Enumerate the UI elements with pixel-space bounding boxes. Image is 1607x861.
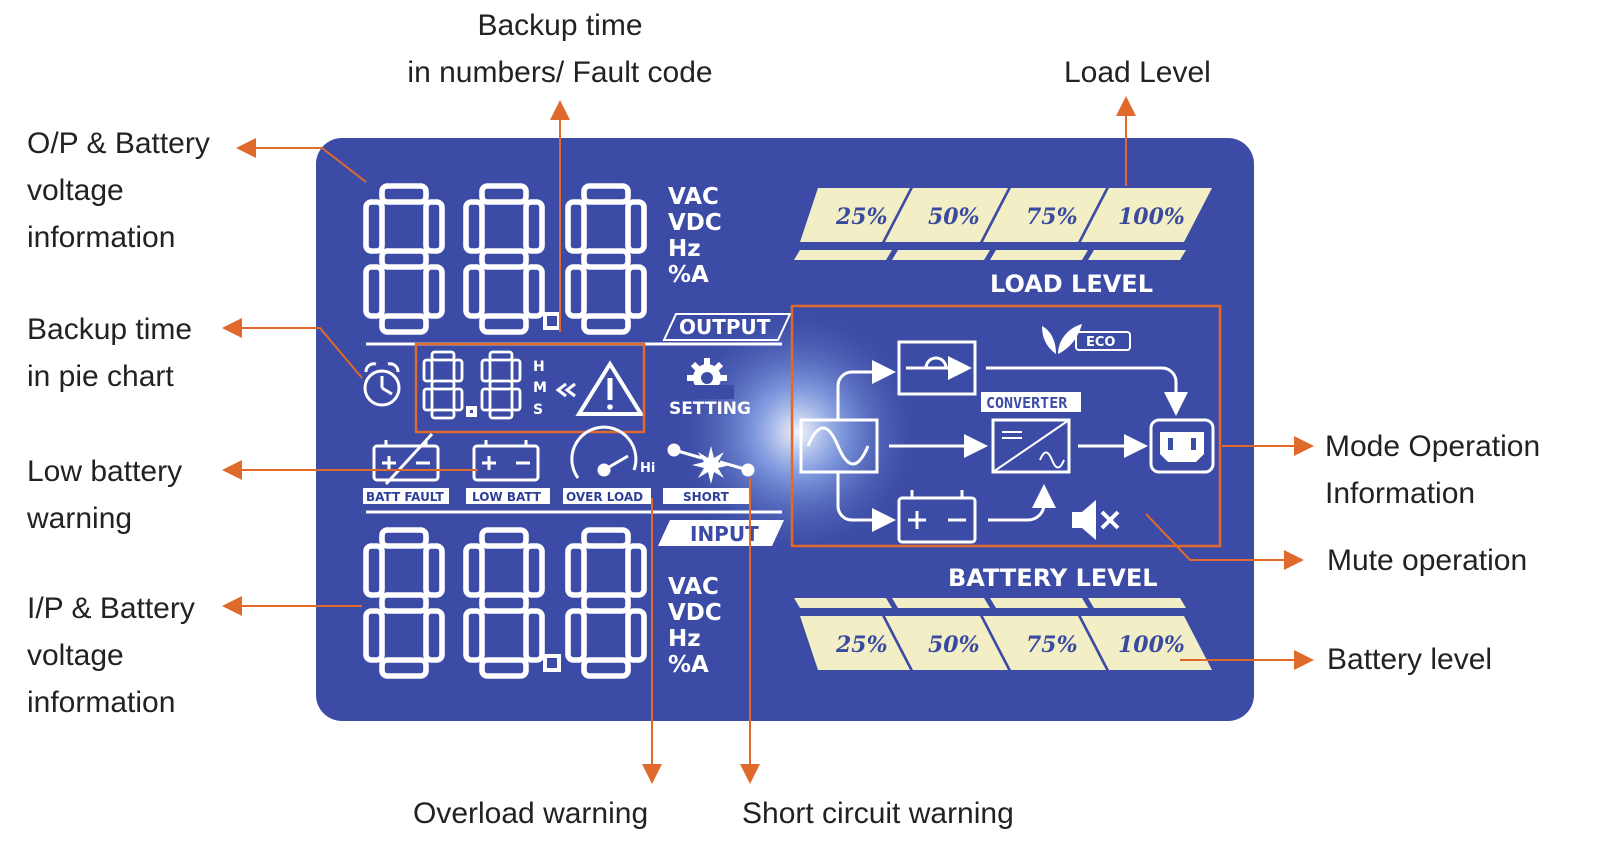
- low-batt-box: [466, 488, 550, 504]
- converter-icon: [991, 418, 1071, 474]
- mute-icon: [1072, 500, 1120, 540]
- output-unit-vdc: VDC: [668, 210, 722, 236]
- input-decimal-point: [543, 654, 561, 672]
- battery-level-callout: Battery level: [1327, 643, 1493, 676]
- batt-fault-box: [363, 488, 449, 504]
- backup-time-highlight: [414, 342, 646, 434]
- input-digit-2: [463, 527, 545, 679]
- low-batt-label: LOW BATT: [472, 490, 542, 504]
- input-unit-vac: VAC: [668, 574, 719, 600]
- load-level-25: 25%: [835, 204, 888, 230]
- load-level-75: 75%: [1026, 204, 1078, 230]
- input-unit-vdc: VDC: [668, 600, 722, 626]
- load-level-100: 100%: [1118, 204, 1185, 230]
- input-label: INPUT: [690, 522, 759, 546]
- converter-label-box: [981, 392, 1081, 412]
- backup-pie-callout-line1: Backup time: [27, 313, 193, 346]
- backup-time-callout-line1: Backup time: [477, 9, 643, 42]
- overload-warning-callout: Overload warning: [413, 797, 649, 830]
- ac-outlet-icon: [1149, 418, 1215, 474]
- backup-time-callout: Backup time in numbers/ Fault code: [395, 2, 725, 96]
- converter-label: CONVERTER: [986, 394, 1068, 412]
- backup-pie-callout: Backup time in pie chart: [27, 306, 192, 400]
- battery-level-50: 50%: [928, 632, 980, 658]
- short-circuit-callout: Short circuit warning: [742, 797, 1014, 830]
- double-chevron-icon: [555, 382, 576, 398]
- flow-arrows: [836, 360, 1188, 532]
- ip-battery-callout-line2: voltage: [27, 639, 124, 672]
- short-box: [663, 488, 751, 504]
- low-battery-callout-line2: warning: [27, 502, 133, 535]
- load-level-callout: Load Level: [1064, 56, 1211, 89]
- setting-label: SETTING: [669, 399, 751, 419]
- bypass-icon: [897, 340, 977, 396]
- battery-level-100: 100%: [1118, 632, 1185, 658]
- ip-battery-callout-line3: information: [27, 686, 176, 719]
- load-level-label: LOAD LEVEL: [990, 270, 1153, 298]
- batt-fault-label: BATT FAULT: [366, 490, 444, 504]
- input-digit-3: [565, 527, 647, 679]
- input-unit-hz: Hz: [668, 626, 701, 652]
- low-battery-callout-line1: Low battery: [27, 455, 183, 488]
- input-digits: [363, 527, 647, 679]
- mode-operation-callout: Mode Operation Information: [1325, 423, 1540, 517]
- over-load-box: [563, 488, 651, 504]
- op-battery-callout: O/P & Battery voltage information: [27, 120, 210, 261]
- output-digit-2: [463, 183, 545, 335]
- mute-operation-callout: Mute operation: [1327, 544, 1528, 577]
- time-unit-s: S: [533, 402, 543, 418]
- overload-gauge-icon: [570, 425, 638, 479]
- over-load-label: OVER LOAD: [566, 490, 643, 504]
- output-label-frame: [662, 313, 792, 341]
- output-label: OUTPUT: [679, 315, 771, 339]
- output-digits: [363, 183, 647, 335]
- battery-level-label: BATTERY LEVEL: [948, 564, 1158, 592]
- backup-digit-1: [422, 350, 464, 420]
- input-unit-pa: %A: [668, 652, 709, 678]
- output-digit-3: [565, 183, 647, 335]
- low-battery-icon: [472, 440, 540, 482]
- mode-operation-highlight: [790, 304, 1222, 548]
- op-battery-callout-line3: information: [27, 221, 176, 254]
- backup-pie-callout-line2: in pie chart: [27, 360, 174, 393]
- time-unit-h: H: [533, 359, 545, 375]
- output-digit-1: [363, 183, 445, 335]
- op-battery-callout-line2: voltage: [27, 174, 124, 207]
- alarm-clock-icon: [363, 362, 401, 407]
- eco-label: ECO: [1086, 335, 1115, 350]
- battery-level-25: 25%: [835, 632, 888, 658]
- time-unit-m: M: [533, 380, 547, 396]
- short-label: SHORT: [683, 490, 730, 504]
- output-unit-pa: %A: [668, 262, 709, 288]
- low-battery-callout: Low battery warning: [27, 448, 182, 542]
- warning-icon: [575, 360, 645, 416]
- battery-level-75: 75%: [1026, 632, 1078, 658]
- load-level-50: 50%: [928, 204, 980, 230]
- mode-operation-callout-line2: Information: [1325, 477, 1476, 510]
- battery-icon: [897, 490, 977, 544]
- callout-lines: [222, 96, 1314, 784]
- op-battery-callout-line1: O/P & Battery: [27, 127, 210, 160]
- input-digit-1: [363, 527, 445, 679]
- batt-fault-icon: [372, 432, 440, 486]
- load-level-bars: [794, 188, 1212, 260]
- output-unit-vac: VAC: [668, 184, 719, 210]
- ip-battery-callout: I/P & Battery voltage information: [27, 585, 195, 726]
- output-unit-hz: Hz: [668, 236, 701, 262]
- mode-operation-callout-line1: Mode Operation: [1325, 430, 1541, 463]
- battery-level-bars: [794, 598, 1212, 670]
- overload-hi-label: Hi: [640, 461, 655, 476]
- input-label-frame: [658, 520, 784, 546]
- ip-battery-callout-line1: I/P & Battery: [27, 592, 195, 625]
- backup-time-digits: [422, 350, 522, 420]
- gear-icon: [680, 358, 734, 399]
- backup-digit-2: [480, 350, 522, 420]
- backup-decimal-point: [466, 406, 477, 417]
- short-circuit-icon: [667, 443, 755, 484]
- eco-leaf-icon: [1042, 324, 1131, 354]
- backup-time-callout-line2: in numbers/ Fault code: [407, 56, 713, 89]
